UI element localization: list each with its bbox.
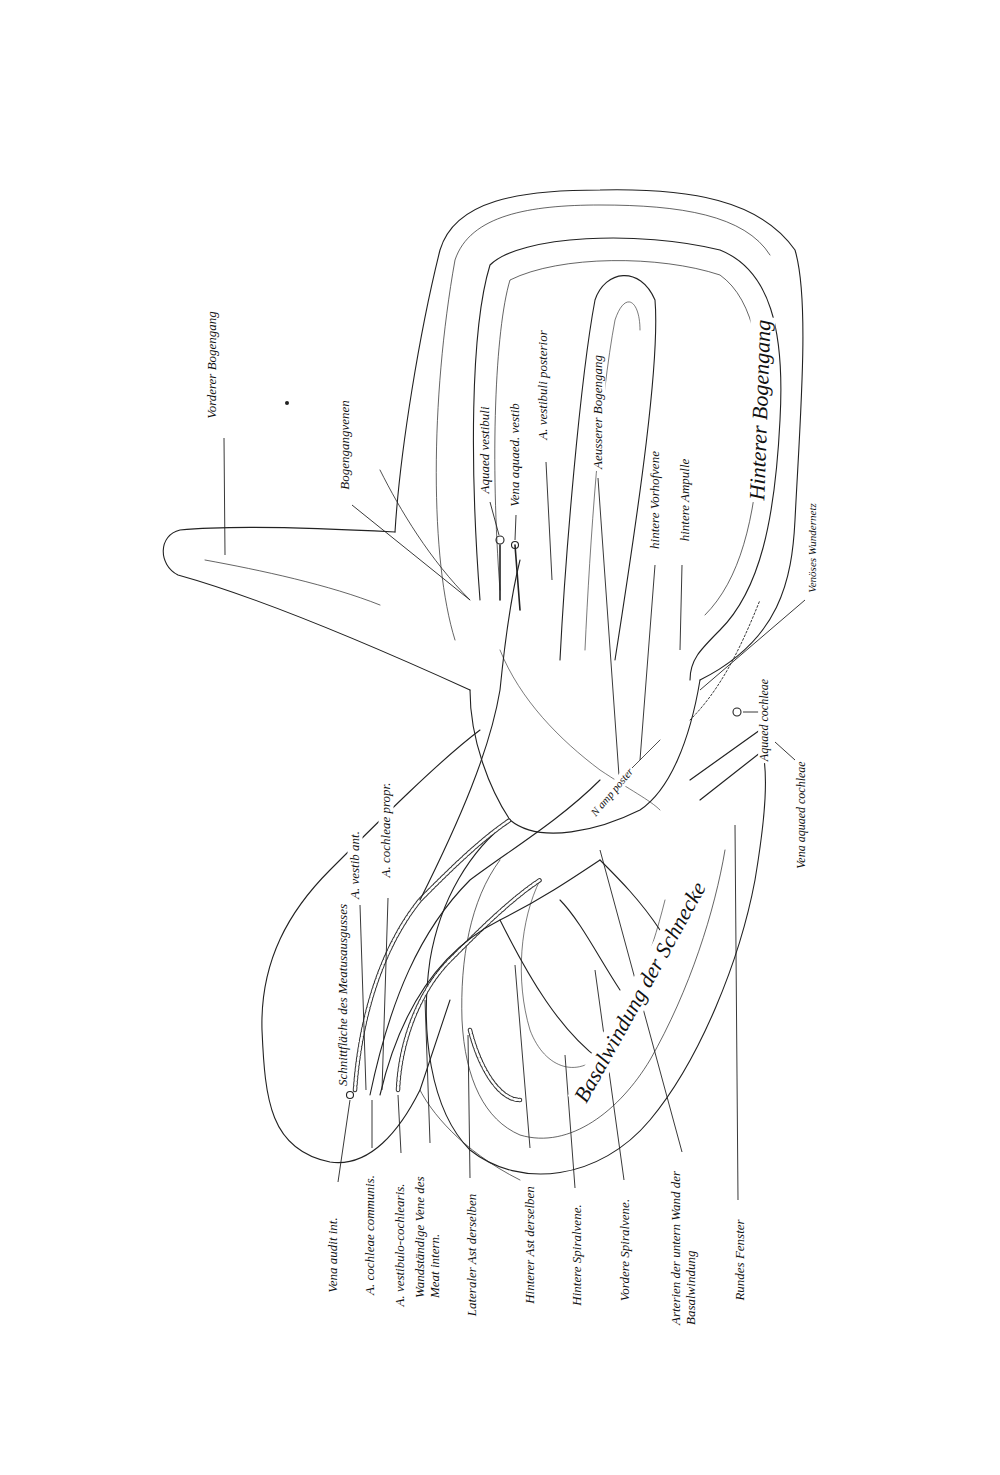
part-label: A. vestib ant.: [348, 829, 363, 901]
leader-line: [515, 965, 530, 1148]
part-label: Aquaed cochleae: [758, 677, 772, 763]
part-label: Lateraler Ast derselben: [465, 1192, 480, 1319]
leader-line: [224, 438, 225, 555]
part-label: Aquaed vestibuli: [478, 404, 493, 495]
part-label: A. vestibuli posterior: [536, 328, 551, 441]
part-label: Vena aquaed cochleae: [795, 759, 809, 870]
leader-line: [735, 825, 738, 1200]
leader-line: [565, 1055, 575, 1188]
part-label: Hinterer Ast derselben: [523, 1184, 538, 1306]
part-label: Vena aquaed. vestib: [508, 401, 523, 509]
leader-line: [515, 515, 516, 540]
leader-line: [490, 502, 499, 535]
part-label: Bogengangvenen: [338, 398, 353, 492]
part-label: Basalwindung der Schnecke: [568, 876, 712, 1109]
part-label: Rundes Fenster: [733, 1217, 748, 1302]
part-label: A. vestibulo-cochlearis.: [393, 1181, 408, 1308]
leader-line: [640, 565, 655, 760]
part-label: Aeusserer Bogengang: [591, 353, 606, 471]
part-label: Wandständige Vene des Meat intern.: [413, 1156, 443, 1300]
leader-line: [372, 1100, 373, 1148]
part-label: hintere Ampulle: [678, 457, 693, 544]
leader-line: [598, 478, 620, 790]
leader-line: [382, 898, 388, 1090]
leader-line: [360, 905, 366, 1090]
part-label: A. cochleae propr.: [379, 781, 394, 880]
part-label: Hintere Spiralvene.: [570, 1202, 585, 1307]
part-label: Hinterer Bogengang: [744, 317, 776, 502]
leader-line: [700, 600, 805, 690]
leader-line: [338, 1100, 350, 1182]
part-label: Vordere Spiralvene.: [618, 1197, 633, 1303]
part-label: Arterien der untern Wand der Basalwindun…: [669, 1153, 699, 1327]
part-label: hintere Vorhofvene: [648, 449, 663, 551]
part-label: Venöses Wundernetz: [806, 501, 819, 595]
leader-line: [546, 462, 552, 580]
leader-line: [425, 1000, 430, 1143]
leader-line: [398, 1095, 401, 1153]
part-label: Vorderer Bogengang: [205, 309, 220, 421]
part-label: N amp poster: [587, 764, 637, 821]
part-label: Schnittfläche des Meatusausgusses: [336, 902, 351, 1088]
leader-line: [680, 565, 682, 650]
leader-line: [352, 505, 470, 600]
leader-line: [468, 1035, 470, 1178]
part-label: Vena audit int.: [326, 1215, 341, 1294]
part-label: A. cochleae communis.: [363, 1173, 378, 1297]
leader-line: [775, 742, 795, 760]
